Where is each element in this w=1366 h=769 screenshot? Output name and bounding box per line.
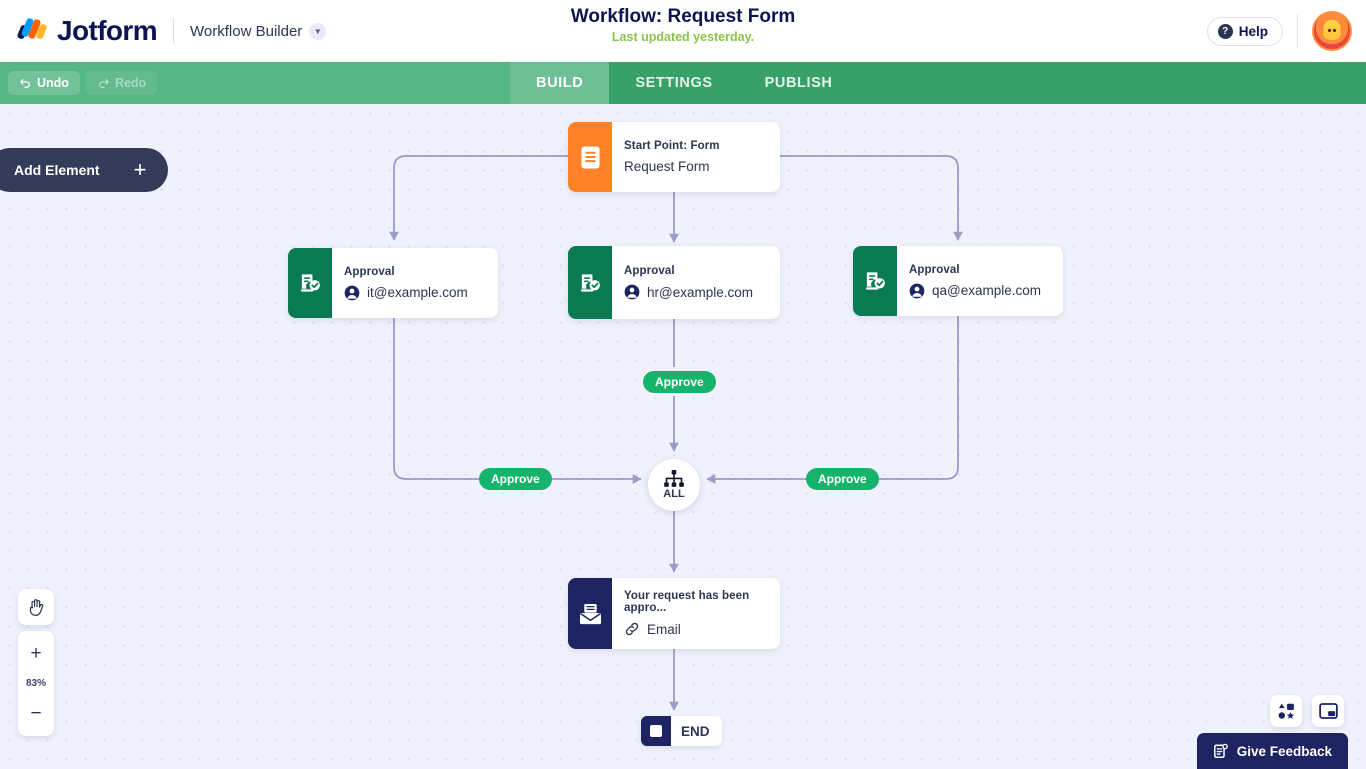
approval-document-icon (288, 248, 332, 318)
undo-arrow-icon (20, 78, 30, 88)
redo-arrow-icon (99, 78, 109, 88)
zoom-controls: + 83% − (18, 631, 54, 736)
badge-approve-left[interactable]: Approve (479, 468, 552, 490)
chevron-down-icon[interactable]: ▼ (309, 22, 327, 40)
header-separator (1297, 14, 1298, 48)
brand-name: Jotform (57, 15, 158, 46)
node-approval-hr[interactable]: Approval hr@example.com (568, 246, 780, 319)
node-approval-it-title: Approval (344, 265, 395, 278)
merge-fork-icon (664, 470, 684, 487)
person-circle-icon (344, 285, 360, 300)
node-email-body: Your request has been appro... Email (612, 578, 780, 649)
badge-approve-center[interactable]: Approve (643, 371, 716, 393)
question-mark-icon: ? (1217, 23, 1233, 39)
add-element-button[interactable]: Add Element + (0, 148, 169, 192)
zoom-level-label: 83% (25, 678, 46, 689)
node-start-subtitle: Request Form (624, 159, 720, 174)
node-approval-hr-body: Approval hr@example.com (612, 246, 766, 319)
node-approval-hr-email: hr@example.com (647, 284, 753, 300)
product-name: Workflow Builder (190, 22, 303, 40)
node-email-title: Your request has been appro... (624, 590, 750, 614)
avatar-eye-left (1328, 28, 1331, 32)
tab-publish[interactable]: PUBLISH (764, 75, 833, 91)
minimap-icon (1318, 703, 1338, 719)
form-document-glyph (580, 146, 600, 168)
tab-settings[interactable]: SETTINGS (635, 75, 713, 91)
badge-approve-right[interactable]: Approve (806, 468, 879, 490)
node-approval-it-body: Approval it@example.com (332, 248, 481, 318)
node-approval-hr-title: Approval (624, 265, 675, 277)
connector-lines (389, 155, 963, 711)
jotform-logo-icon (16, 16, 48, 46)
undo-button[interactable]: Undo (8, 71, 80, 95)
give-feedback-button[interactable]: Give Feedback (1196, 733, 1348, 769)
zoom-in-button[interactable]: + (30, 643, 42, 664)
approval-document-glyph (580, 273, 600, 292)
shapes-elements-button[interactable] (1270, 695, 1302, 727)
node-approval-qa-title: Approval (909, 263, 960, 276)
stop-square-icon (641, 716, 671, 746)
node-approval-qa[interactable]: Approval qa@example.com (853, 246, 1063, 316)
history-controls: Undo Redo (0, 62, 510, 104)
feedback-form-icon (1213, 743, 1228, 758)
node-merge-label: ALL (663, 488, 685, 500)
node-approval-qa-email: qa@example.com (932, 283, 1042, 298)
node-end-label: END (681, 723, 710, 739)
node-start-form-name: Request Form (624, 159, 710, 174)
avatar-eye-right (1333, 28, 1336, 32)
shapes-elements-icon (1278, 703, 1294, 719)
node-start-title: Start Point: Form (624, 140, 720, 152)
envelope-icon (568, 578, 612, 649)
workflow-toolbar: Undo Redo BUILD SETTINGS PUBLISH (0, 62, 1366, 104)
node-approval-it-subtitle: it@example.com (344, 285, 468, 301)
form-document-icon (568, 122, 612, 192)
undo-label: Undo (37, 76, 69, 90)
approval-document-glyph (865, 272, 885, 290)
give-feedback-label: Give Feedback (1236, 743, 1332, 759)
add-element-label: Add Element (14, 162, 100, 178)
workflow-canvas[interactable]: Start Point: Form Request Form Approval (0, 104, 1366, 769)
envelope-glyph (579, 603, 601, 624)
redo-label: Redo (114, 76, 147, 90)
node-end[interactable]: END (641, 716, 722, 746)
person-circle-icon (624, 284, 640, 300)
workflow-tabs: BUILD SETTINGS PUBLISH (510, 62, 858, 104)
header-actions: ? Help (1206, 0, 1366, 62)
node-approval-it[interactable]: Approval it@example.com (288, 248, 498, 318)
minimap-button[interactable] (1312, 695, 1344, 727)
node-merge-all[interactable]: ALL (648, 459, 700, 511)
app-header: Jotform Workflow Builder ▼ Workflow: Req… (0, 0, 1366, 62)
pan-tool-button[interactable] (18, 589, 54, 625)
plus-icon: + (133, 157, 147, 182)
help-label: Help (1238, 23, 1268, 39)
product-switcher[interactable]: Workflow Builder ▼ (190, 22, 327, 40)
link-chain-icon (625, 622, 639, 636)
hand-pan-icon (29, 598, 44, 616)
tab-build[interactable]: BUILD (510, 62, 610, 104)
node-approval-qa-subtitle: qa@example.com (909, 283, 1041, 299)
person-circle-icon (909, 283, 925, 298)
help-button[interactable]: ? Help (1206, 16, 1283, 46)
node-email-subtitle: Email (624, 621, 767, 637)
redo-button[interactable]: Redo (85, 71, 158, 95)
node-approval-hr-subtitle: hr@example.com (624, 284, 753, 300)
node-start-body: Start Point: Form Request Form (612, 122, 733, 192)
approval-document-icon (568, 246, 612, 319)
approval-document-icon (853, 246, 897, 316)
header-divider (173, 18, 175, 44)
jotform-logo[interactable]: Jotform (0, 15, 158, 47)
zoom-out-button[interactable]: − (30, 703, 42, 724)
approval-document-glyph (300, 274, 320, 292)
node-approval-it-email: it@example.com (367, 285, 468, 300)
avatar[interactable] (1312, 11, 1352, 51)
node-email[interactable]: Your request has been appro... Email (568, 578, 780, 649)
node-approval-qa-body: Approval qa@example.com (897, 246, 1054, 316)
canvas-bottom-tools (1270, 695, 1344, 727)
node-email-type: Email (647, 621, 681, 637)
node-start-point[interactable]: Start Point: Form Request Form (568, 122, 780, 192)
